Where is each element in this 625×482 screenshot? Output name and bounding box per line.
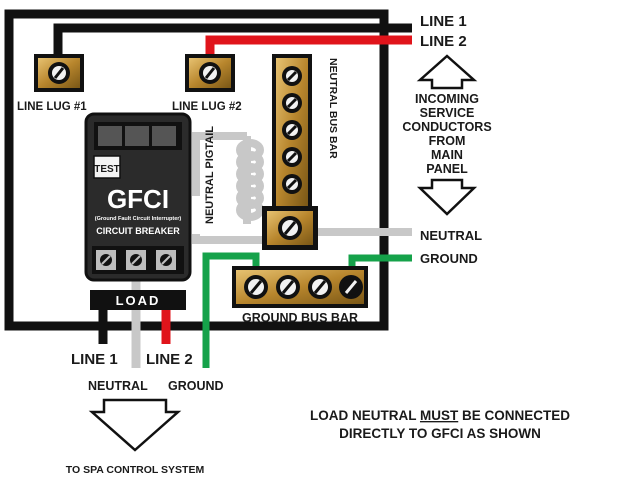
ground-bus-bar-label: GROUND BUS BAR [242,311,358,325]
gfci-title: GFCI [107,184,169,214]
note-part2: BE CONNECTED [458,408,570,423]
up-arrow-icon [416,54,478,90]
incoming-service-label: INCOMING SERVICE CONDUCTORS FROM MAIN PA… [402,92,491,176]
incoming-line: FROM [429,134,466,148]
breaker-name: CIRCUIT BREAKER [96,226,180,236]
screw-icon [126,250,146,270]
ground-label: GROUND [420,251,478,266]
screw-icon [282,147,302,167]
neutral-label: NEUTRAL [420,228,482,243]
to-spa-label: TO SPA CONTROL SYSTEM [66,464,205,476]
panel-enclosure [4,9,389,331]
line2-top-label: LINE 2 [420,33,467,50]
screw-icon [48,62,70,84]
load-label: LOAD [116,293,161,308]
line2-bottom-label: LINE 2 [146,351,193,368]
gfci-breaker: TEST GFCI (Ground Fault Circuit Interrup… [84,112,192,310]
screw-icon [156,250,176,270]
screw-icon [278,216,302,240]
down-arrow-icon [88,398,182,452]
screw-icon [276,275,300,299]
screw-icon [339,275,363,299]
incoming-line: CONDUCTORS [402,120,491,134]
neutral-pigtail-label: NEUTRAL PIGTAIL [204,126,216,224]
ground-bottom-label: GROUND [168,379,224,393]
down-arrow-icon [416,178,478,216]
test-label: TEST [94,164,120,175]
incoming-line1-wire [53,23,412,60]
ground-bus-bar [232,266,368,308]
incoming-line: INCOMING [415,92,479,106]
gfci-subtitle: (Ground Fault Circuit Interrupter) [95,216,182,222]
note-must: MUST [420,408,459,423]
load-neutral-note: LOAD NEUTRAL MUST BE CONNECTED [310,408,570,423]
load-ground-wire [202,252,260,368]
load-neutral-note-line2: DIRECTLY TO GFCI AS SHOWN [339,426,541,441]
neutral-bus-bar [262,54,318,250]
screw-icon [308,275,332,299]
incoming-line: PANEL [426,162,468,176]
incoming-line: MAIN [431,148,463,162]
test-button [93,155,121,179]
line-lug-2-label: LINE LUG #2 [172,101,242,113]
screw-icon [244,275,268,299]
incoming-line: SERVICE [420,106,475,120]
screw-icon [96,250,116,270]
line1-top-label: LINE 1 [420,13,467,30]
screw-icon [282,174,302,194]
screw-icon [282,93,302,113]
screw-icon [282,120,302,140]
line1-bottom-label: LINE 1 [71,351,118,368]
line-lug-2 [185,54,235,92]
screw-icon [199,62,221,84]
line-lug-1-label: LINE LUG #1 [17,101,87,113]
line-lug-1 [34,54,84,92]
neutral-bottom-label: NEUTRAL [88,379,148,393]
incoming-line2-wire [205,35,412,60]
neutral-pigtail-wire [192,132,264,244]
note-part1: LOAD NEUTRAL [310,408,420,423]
screw-icon [282,66,302,86]
neutral-bus-bar-label: NEUTRAL BUS BAR [327,58,339,159]
